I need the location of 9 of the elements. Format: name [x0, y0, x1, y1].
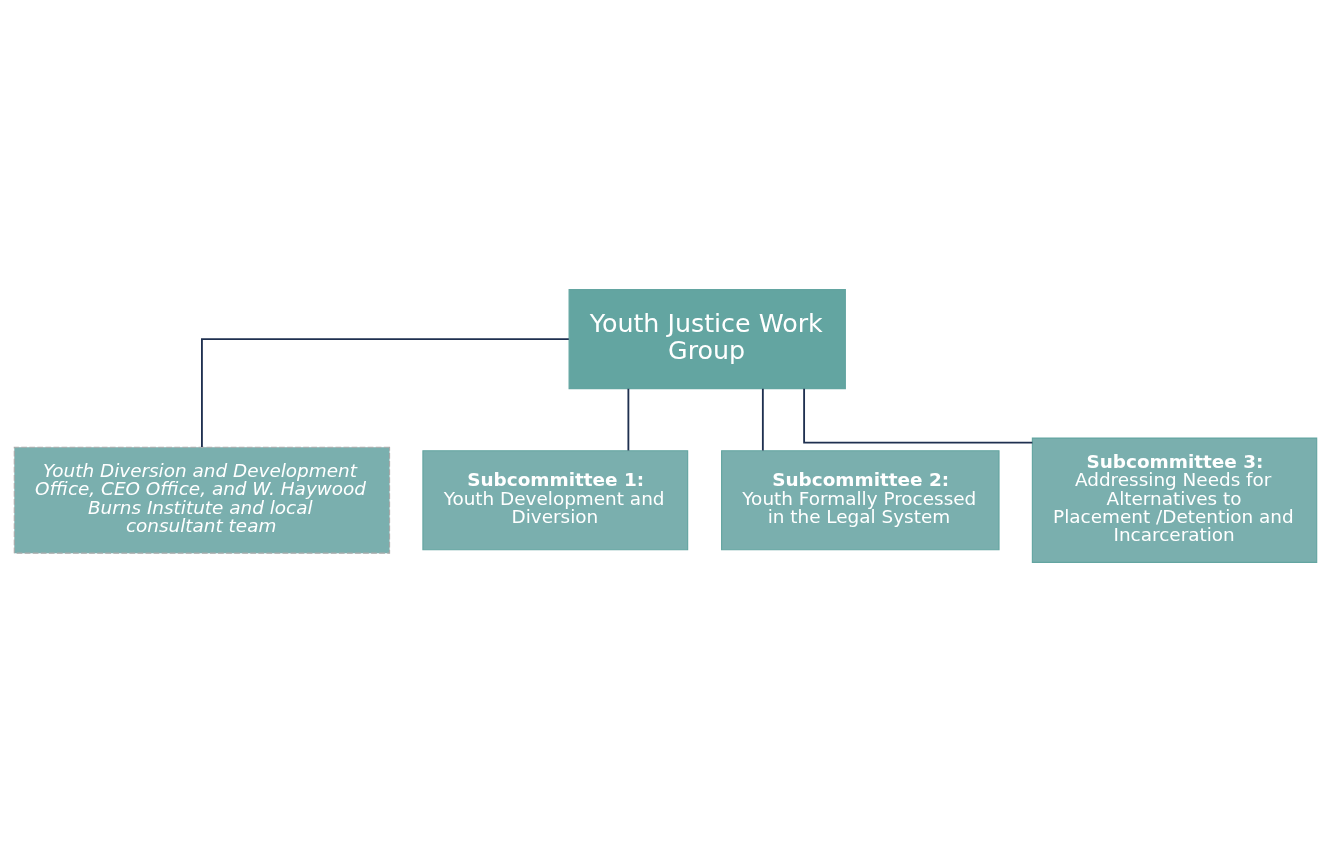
node-box: Subcommittee 3: Addressing Needs for Alternatives to Placement /Detention and Incarceration [1031, 437, 1318, 563]
node-box: Subcommittee 2: Youth Formally Processed in the Legal System [721, 449, 1000, 550]
connector [803, 387, 1034, 444]
connector [761, 387, 764, 451]
node-box: Youth Diversion and Development Office, CEO Office, and W. Haywood Burns Institute and local consultant team [13, 446, 391, 554]
connector [627, 387, 630, 451]
connector [201, 337, 570, 448]
node-box: Subcommittee 1: Youth Development and Diversion [422, 449, 689, 550]
node-box: Youth Justice Work Group [568, 288, 846, 389]
